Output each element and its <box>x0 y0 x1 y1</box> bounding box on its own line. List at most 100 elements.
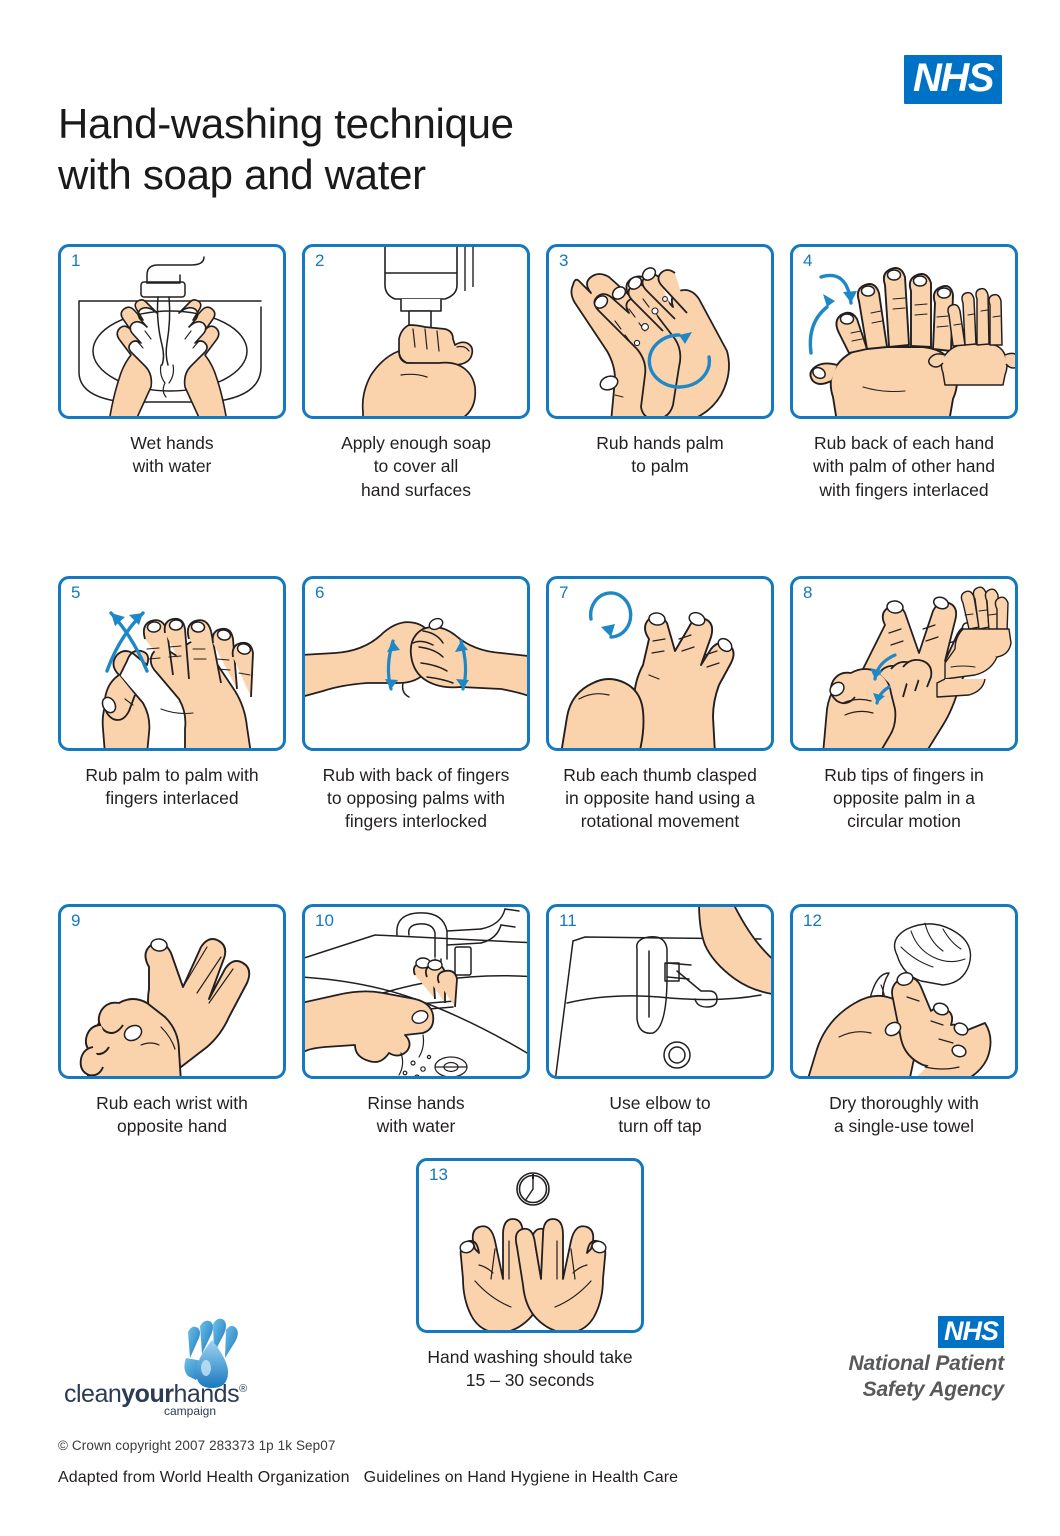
step-panel-10: 10 <box>302 903 530 1079</box>
final-step-wrapper: 13 <box>0 1158 1060 1393</box>
caption-line: Rub hands palm <box>596 433 724 453</box>
step-cell-13: 13 <box>416 1158 644 1393</box>
steps-row-2: 5 <box>58 575 1018 834</box>
caption-line: in opposite hand using a <box>565 788 755 809</box>
clean-your-hands-logo: cleanyourhands® campaign <box>60 1318 290 1418</box>
cyh-sub: campaign <box>164 1404 216 1418</box>
caption-line: circular motion <box>847 811 961 832</box>
steps-grid: 1 <box>58 244 1018 1139</box>
palm-to-palm-icon <box>570 267 730 416</box>
step-caption-9: Rub each wrist with opposite hand <box>52 1092 292 1139</box>
step-cell-4: 4 <box>790 244 1018 502</box>
step-cell-12: 12 <box>790 903 1018 1139</box>
elbow-turn-off-tap-icon <box>555 906 771 1076</box>
clock-open-hands-icon <box>459 1172 607 1330</box>
steps-row-3: 9 <box>58 903 1018 1139</box>
caption-line: to opposing palms with <box>326 788 506 809</box>
palm-to-palm-interlaced-icon <box>101 611 254 748</box>
step-panel-12: 12 <box>790 903 1018 1079</box>
caption-line: hand surfaces <box>361 479 471 500</box>
caption-line: to cover all <box>373 456 459 477</box>
svg-text:cleanyourhands®: cleanyourhands® <box>64 1380 247 1408</box>
cyh-registered: ® <box>239 1383 247 1395</box>
caption-line: with water <box>376 1115 456 1136</box>
caption-line: fingers interlocked <box>344 811 488 832</box>
step-number-3: 3 <box>559 251 569 270</box>
step-number-4: 4 <box>803 251 813 270</box>
soap-dispenser-icon <box>361 247 477 416</box>
caption-line: Rub back of each hand <box>814 433 994 453</box>
steps-row-1: 1 <box>58 244 1018 502</box>
step-panel-9: 9 <box>58 903 286 1079</box>
step-cell-3: 3 <box>546 244 774 502</box>
npsa-logo: NHS National Patient Safety Agency <box>848 1316 1005 1404</box>
wrist-rub-icon <box>79 937 251 1076</box>
step-cell-6: 6 <box>302 575 530 834</box>
step-panel-7: 7 <box>546 575 774 751</box>
step-cell-7: 7 <box>546 575 774 834</box>
npsa-nhs-logo: NHS <box>937 1316 1004 1348</box>
step-number-9: 9 <box>71 910 81 930</box>
step-number-8: 8 <box>803 582 813 602</box>
caption-line: Dry thoroughly with <box>829 1092 979 1113</box>
step-panel-6: 6 <box>302 575 530 751</box>
step-panel-2: 2 <box>302 244 530 419</box>
caption-line: Wet hands <box>130 433 214 453</box>
step-cell-11: 11 <box>546 903 774 1139</box>
caption-line: opposite palm in a <box>832 788 976 809</box>
npsa-line-1: National Patient <box>848 1352 1005 1375</box>
step-cell-10: 10 <box>302 903 530 1139</box>
step-caption-10: Rinse hands with water <box>296 1092 536 1139</box>
step-cell-1: 1 <box>58 244 286 502</box>
step-number-2: 2 <box>315 251 325 270</box>
step-panel-8: 8 <box>790 575 1018 751</box>
back-of-fingers-interlocked-icon <box>305 617 527 698</box>
step-caption-6: Rub with back of fingers to opposing pal… <box>296 764 536 834</box>
step-caption-13: Hand washing should take 15 – 30 seconds <box>410 1346 650 1393</box>
step-cell-9: 9 <box>58 903 286 1139</box>
thumb-rotational-icon <box>561 591 735 748</box>
step-caption-3: Rub hands palm to palm <box>540 432 780 479</box>
caption-line: with water <box>132 456 212 477</box>
step-panel-13: 13 <box>416 1158 644 1333</box>
caption-line: 15 – 30 seconds <box>465 1370 595 1391</box>
step-panel-11: 11 <box>546 903 774 1079</box>
step-caption-7: Rub each thumb clasped in opposite hand … <box>540 764 780 834</box>
cyh-part2: your <box>121 1380 174 1408</box>
step-cell-2: 2 <box>302 244 530 502</box>
step-cell-8: 8 <box>790 575 1018 834</box>
step-number-6: 6 <box>315 582 325 602</box>
adapted-part-1: Adapted from World Health Organization <box>58 1469 350 1486</box>
step-panel-1: 1 <box>58 244 286 419</box>
caption-line: Apply enough soap <box>341 433 491 453</box>
title-line-1: Hand-washing technique <box>58 100 514 147</box>
fingertips-circular-icon <box>822 586 1012 748</box>
step-panel-5: 5 <box>58 575 286 751</box>
step-caption-8: Rub tips of fingers in opposite palm in … <box>784 764 1024 834</box>
step-cell-5: 5 <box>58 575 286 834</box>
back-of-hand-interlaced-icon <box>808 267 1015 416</box>
step-caption-2: Apply enough soap to cover all hand surf… <box>296 432 536 502</box>
caption-line: with fingers interlaced <box>819 479 989 500</box>
dry-with-towel-icon <box>807 922 992 1076</box>
caption-line: rotational movement <box>580 811 740 832</box>
nhs-logo: NHS <box>904 55 1002 104</box>
step-number-10: 10 <box>315 910 334 930</box>
caption-line: fingers interlaced <box>105 788 239 809</box>
caption-line: turn off tap <box>618 1115 702 1136</box>
step-caption-4: Rub back of each hand with palm of other… <box>784 432 1024 502</box>
step-panel-3: 3 <box>546 244 774 419</box>
caption-line: Rub with back of fingers <box>322 764 510 785</box>
step-number-1: 1 <box>71 251 81 270</box>
step-number-12: 12 <box>803 910 822 930</box>
step-number-5: 5 <box>71 582 81 602</box>
caption-line: Rub each wrist with <box>96 1092 248 1113</box>
cyh-part1: clean <box>64 1380 121 1408</box>
step-panel-4: 4 <box>790 244 1018 419</box>
step-caption-11: Use elbow to turn off tap <box>540 1092 780 1139</box>
caption-line: Rub each thumb clasped <box>563 764 757 785</box>
caption-line: with palm of other hand <box>813 456 995 477</box>
caption-line: Rub palm to palm with <box>85 764 259 785</box>
